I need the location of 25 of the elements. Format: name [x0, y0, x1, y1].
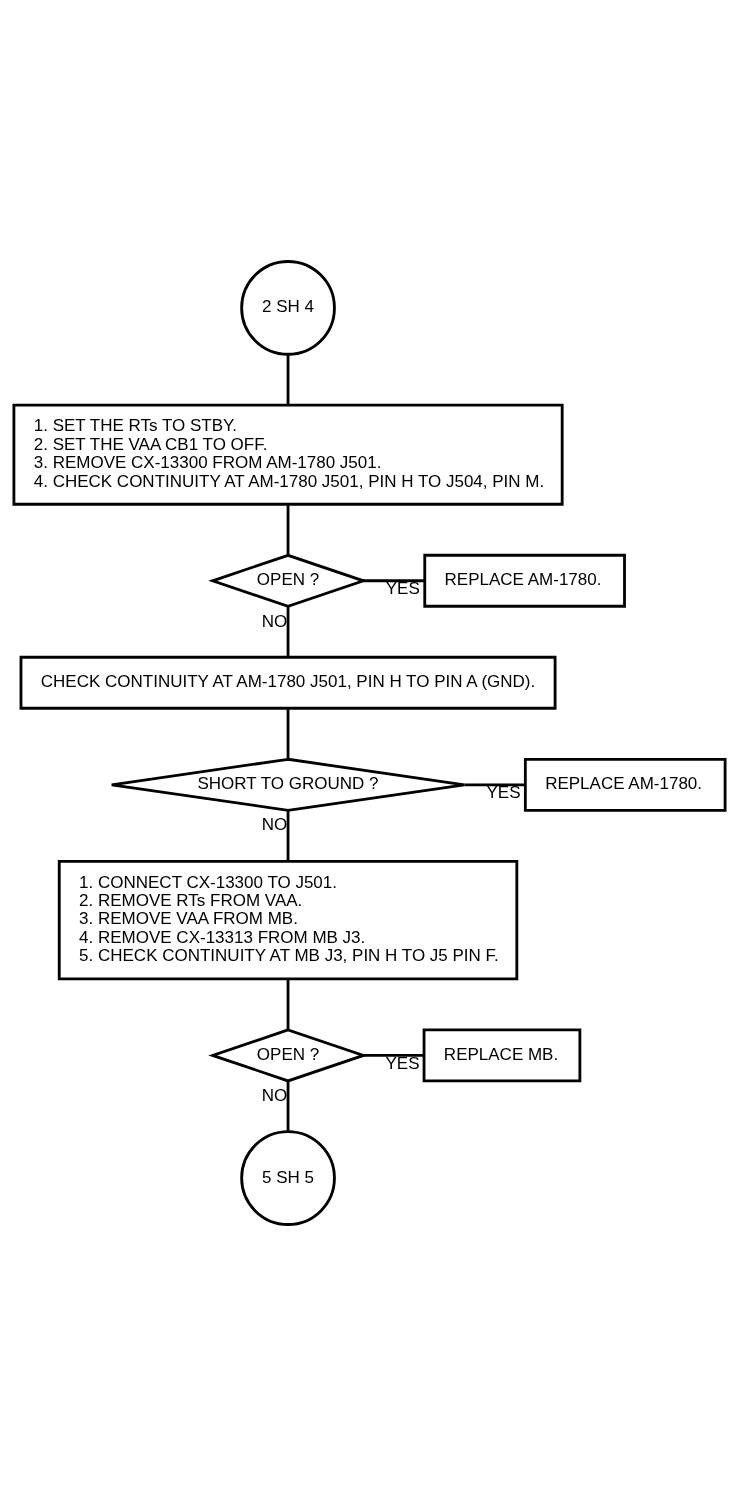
connector [286, 606, 290, 657]
edge-label: NO [261, 611, 288, 631]
connector [464, 782, 525, 786]
node-circle: 2 SH 4 [240, 259, 336, 356]
node-box: CHECK CONTINUITY AT AM-1780 J501, PIN H TO PIN A (GND). [19, 655, 557, 710]
node-box: REPLACE AM-1780. [423, 553, 626, 608]
node-box: REPLACE AM-1780. [523, 757, 727, 812]
connector [363, 1053, 424, 1057]
connector [286, 353, 290, 405]
node-box: REPLACE MB. [422, 1027, 582, 1082]
node-diamond: SHORT TO GROUND ? [110, 757, 466, 812]
edge-label: YES [385, 578, 420, 598]
connector [286, 504, 290, 555]
connector [286, 708, 290, 759]
node-circle: 5 SH 5 [240, 1129, 336, 1226]
connector [286, 978, 290, 1029]
node-box: 1. SET THE RTs TO STBY. 2. SET THE VAA CB1 TO OFF. 3. REMOVE CX-13300 FROM AM-1780 J501. 4. CHECK CONTINUITY AT AM-1780 J501, PIN H TO J504, PIN M. [12, 403, 564, 506]
node-box: 1. CONNECT CX-13300 TO J501. 2. REMOVE RTs FROM VAA. 3. REMOVE VAA FROM MB. 4. REMOVE CX-13313 FROM MB J3. 5. CHECK CONTINUITY AT MB J3, PIN H TO J5 PIN F. [57, 859, 519, 980]
connector [363, 578, 425, 582]
connector [286, 810, 290, 861]
edge-label: YES [486, 782, 521, 802]
edge-label: YES [385, 1053, 420, 1073]
edge-label: NO [261, 1085, 288, 1105]
edge-label: NO [261, 814, 288, 834]
connector [286, 1080, 290, 1132]
